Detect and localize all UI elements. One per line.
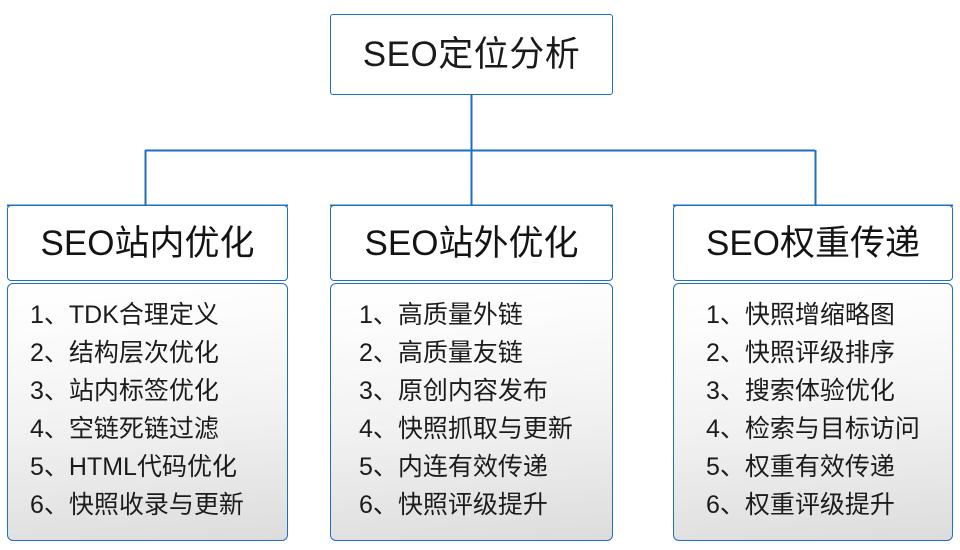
list-item: 2、结构层次优化 (30, 339, 219, 367)
branch-2-header[interactable]: SEO站外优化 (330, 205, 613, 281)
branch-3-header[interactable]: SEO权重传递 (673, 205, 953, 281)
branch-2-title: SEO站外优化 (364, 223, 579, 263)
list-item: 2、高质量友链 (359, 339, 523, 367)
list-item: 5、权重有效传递 (706, 453, 895, 481)
branch-seo-offsite: SEO站外优化 1、高质量外链 2、高质量友链 3、原创内容发布 4、快照抓取与… (330, 205, 613, 541)
branch-1-header[interactable]: SEO站内优化 (7, 205, 288, 281)
branch-seo-onsite: SEO站内优化 1、TDK合理定义 2、结构层次优化 3、站内标签优化 4、空链… (7, 205, 288, 541)
branch-3-list: 1、快照增缩略图 2、快照评级排序 3、搜索体验优化 4、检索与目标访问 5、权… (674, 296, 952, 524)
list-item: 6、权重评级提升 (706, 491, 895, 519)
list-item: 4、空链死链过滤 (30, 415, 219, 443)
list-item: 1、TDK合理定义 (30, 301, 219, 329)
list-item: 5、HTML代码优化 (30, 453, 237, 481)
list-item: 4、快照抓取与更新 (359, 415, 573, 443)
list-item: 5、内连有效传递 (359, 453, 548, 481)
branch-3-title: SEO权重传递 (706, 223, 920, 263)
list-item: 3、搜索体验优化 (706, 377, 895, 405)
branch-3-panel: 1、快照增缩略图 2、快照评级排序 3、搜索体验优化 4、检索与目标访问 5、权… (673, 283, 953, 541)
list-item: 4、检索与目标访问 (706, 415, 920, 443)
list-item: 1、快照增缩略图 (706, 301, 895, 329)
list-item: 3、站内标签优化 (30, 377, 219, 405)
list-item: 6、快照评级提升 (359, 491, 548, 519)
list-item: 3、原创内容发布 (359, 377, 548, 405)
list-item: 2、快照评级排序 (706, 339, 895, 367)
list-item: 6、快照收录与更新 (30, 491, 244, 519)
root-node-label: SEO定位分析 (362, 35, 581, 74)
branch-2-list: 1、高质量外链 2、高质量友链 3、原创内容发布 4、快照抓取与更新 5、内连有… (331, 296, 612, 524)
branch-seo-weight: SEO权重传递 1、快照增缩略图 2、快照评级排序 3、搜索体验优化 4、检索与… (673, 205, 953, 541)
root-node[interactable]: SEO定位分析 (330, 14, 613, 95)
branch-1-title: SEO站内优化 (40, 223, 255, 263)
branch-1-panel: 1、TDK合理定义 2、结构层次优化 3、站内标签优化 4、空链死链过滤 5、H… (7, 283, 288, 541)
branch-1-list: 1、TDK合理定义 2、结构层次优化 3、站内标签优化 4、空链死链过滤 5、H… (8, 296, 287, 524)
branch-2-panel: 1、高质量外链 2、高质量友链 3、原创内容发布 4、快照抓取与更新 5、内连有… (330, 283, 613, 541)
list-item: 1、高质量外链 (359, 301, 523, 329)
